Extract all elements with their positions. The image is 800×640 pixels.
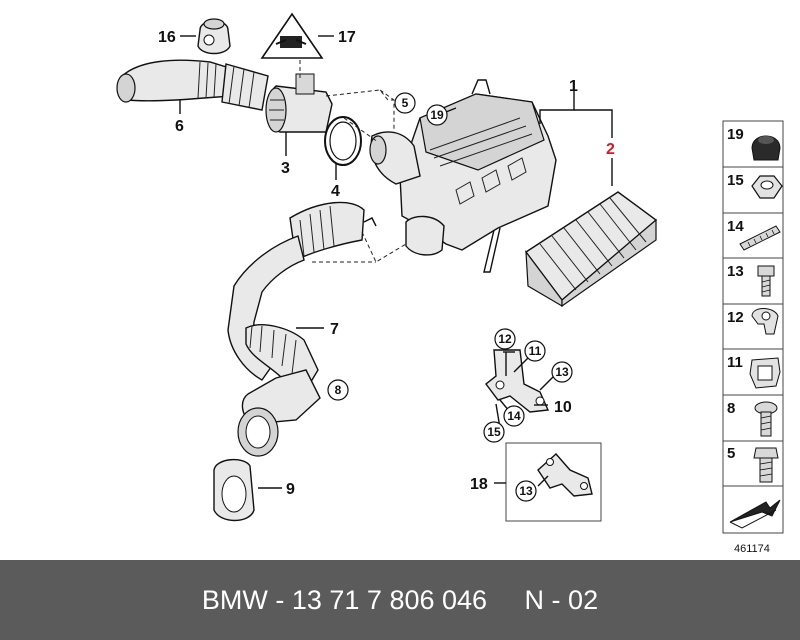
part-6-intake-tube bbox=[116, 59, 269, 111]
callout-1: 1 bbox=[569, 78, 578, 95]
part-3-air-mass-meter bbox=[265, 73, 333, 133]
leader-lines bbox=[179, 35, 613, 489]
part-9-intake-funnel bbox=[213, 459, 255, 522]
assembly-dashed-lines bbox=[299, 60, 407, 263]
part-4-seal-ring bbox=[324, 116, 362, 166]
callout-2-highlighted: 2 bbox=[606, 141, 615, 158]
legend-15-label: 15 bbox=[727, 172, 744, 189]
callout-4: 4 bbox=[331, 183, 340, 200]
callout-18: 18 bbox=[470, 476, 488, 493]
fastener-legend: 19 15 14 13 12 11 bbox=[722, 120, 784, 534]
callout-7: 7 bbox=[330, 321, 339, 338]
callout-13-detail: 13 bbox=[519, 484, 533, 498]
legend-14-stud-icon bbox=[739, 225, 781, 251]
callout-17: 17 bbox=[338, 29, 356, 46]
arrow-icon bbox=[729, 499, 781, 529]
legend-19-grommet-icon bbox=[751, 135, 781, 161]
callout-9: 9 bbox=[286, 481, 295, 498]
legend-5-label: 5 bbox=[727, 445, 735, 462]
callout-3: 3 bbox=[281, 160, 290, 177]
part-18-bracket-detail bbox=[505, 442, 602, 522]
callout-13: 13 bbox=[555, 365, 569, 379]
callout-labels: 16 17 1 2 6 3 4 7 9 10 18 bbox=[158, 29, 621, 498]
callout-2-box bbox=[603, 138, 621, 158]
callout-8: 8 bbox=[335, 383, 342, 397]
legend-14-label: 14 bbox=[727, 218, 744, 235]
part-16-grommet bbox=[197, 18, 231, 55]
part-17-warning-label bbox=[260, 12, 324, 59]
part-number-text: BMW - 13 71 7 806 046 N - 02 bbox=[201, 584, 599, 615]
legend-13-label: 13 bbox=[727, 263, 744, 280]
callout-5: 5 bbox=[402, 96, 409, 110]
reference-number: 461174 bbox=[734, 543, 770, 555]
callout-16: 16 bbox=[158, 29, 176, 46]
footer-bar: BMW - 13 71 7 806 046 N - 02 bbox=[0, 560, 800, 640]
callout-11: 11 bbox=[529, 344, 542, 358]
part-2-filter-element bbox=[524, 191, 658, 308]
callout-12: 12 bbox=[498, 332, 512, 346]
part-7-intake-hose bbox=[227, 201, 377, 457]
legend-8-label: 8 bbox=[727, 400, 735, 417]
legend-13-bolt-icon bbox=[757, 265, 775, 297]
legend-11-label: 11 bbox=[727, 354, 743, 371]
callout-15: 15 bbox=[487, 425, 501, 439]
callout-6: 6 bbox=[175, 118, 184, 135]
legend-12-clip-icon bbox=[751, 308, 779, 335]
legend-8-screw-icon bbox=[754, 401, 778, 437]
callout-10: 10 bbox=[554, 399, 572, 416]
legend-5-bolt-icon bbox=[753, 447, 779, 483]
callout-19: 19 bbox=[430, 108, 444, 122]
callout-14: 14 bbox=[507, 409, 521, 423]
legend-15-hex-nut-icon bbox=[751, 175, 783, 199]
legend-11-expanding-nut-icon bbox=[749, 357, 781, 389]
part-1-air-filter-housing bbox=[369, 79, 557, 273]
legend-12-label: 12 bbox=[727, 309, 744, 326]
legend-19-label: 19 bbox=[727, 126, 744, 143]
circled-callouts: 5 19 8 12 11 13 14 15 13 bbox=[327, 92, 573, 502]
parts-diagram: 16 17 1 2 6 3 4 7 9 10 18 5 19 8 12 11 1… bbox=[116, 12, 784, 555]
